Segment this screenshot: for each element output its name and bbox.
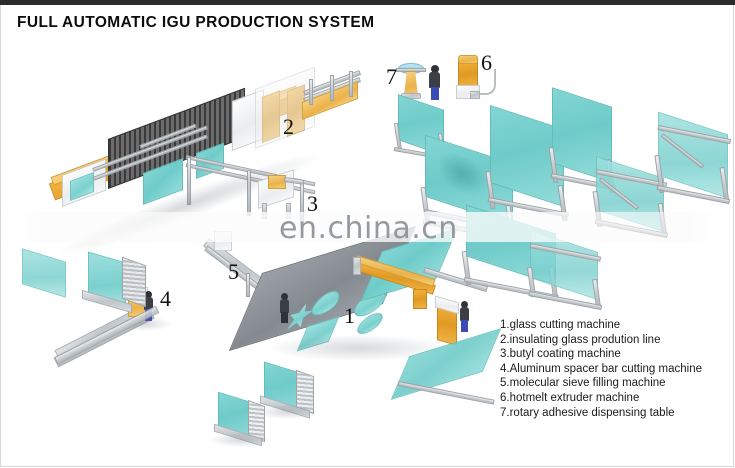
operator-head	[145, 291, 152, 298]
cutting-gantry-post	[353, 257, 361, 275]
callout-2: 2	[283, 114, 294, 139]
callout-3: 3	[307, 191, 318, 216]
butyl-leg-1	[262, 203, 267, 219]
callout-7: 7	[386, 64, 397, 89]
rack-glass-pane	[658, 111, 728, 199]
callout-4: 4	[160, 286, 171, 311]
extruder-drum-lid	[458, 55, 478, 64]
operator-torso	[429, 72, 440, 88]
production-system-diagram: 2 3 5	[0, 5, 735, 468]
top-dark-strip	[0, 0, 735, 5]
watermark-text: en.china.cn	[279, 211, 458, 246]
operator-legs	[431, 87, 439, 100]
stack-shadow	[210, 433, 270, 447]
sieve-hopper	[214, 231, 232, 251]
legend-item-4: 4.Aluminum spacer bar cutting machine	[500, 362, 702, 375]
stack-shadow	[256, 405, 318, 419]
rack-glass-pane	[530, 229, 598, 301]
operator-legs	[461, 320, 468, 332]
extruder-nozzle	[470, 91, 480, 99]
legend: 1.glass cutting machine 2.insulating gla…	[500, 318, 725, 420]
legend-item-5: 5.molecular sieve filling machine	[500, 377, 666, 390]
extruder-hose	[476, 69, 496, 95]
legend-item-7: 7.rotary adhesive dispensing table	[500, 406, 675, 419]
operator-torso	[280, 299, 289, 313]
igl-loading-post-3	[349, 71, 353, 97]
legend-item-1: 1.glass cutting machine	[500, 319, 621, 331]
legend-item-6: 6.hotmelt extruder machine	[500, 391, 640, 404]
page-title: FULL AUTOMATIC IGU PRODUCTION SYSTEM	[17, 14, 375, 31]
callout-1: 1	[344, 303, 355, 328]
igl-loading-post-1	[309, 79, 313, 105]
cutting-gantry-head	[413, 289, 427, 309]
left-stack-fins	[122, 256, 146, 308]
bottom-left-conveyor	[54, 305, 160, 365]
igl-railing-post-a	[187, 157, 191, 205]
sieve-support	[246, 273, 250, 297]
operator-head	[461, 301, 468, 308]
callout-5: 5	[228, 259, 239, 284]
legend-item-3: 3.butyl coating machine	[500, 348, 621, 361]
legend-item-2: 2.insulating glass prodution line	[500, 333, 661, 346]
operator-head	[431, 65, 439, 73]
operator-head	[281, 293, 288, 300]
operator-torso	[144, 297, 153, 310]
callout-6: 6	[481, 50, 492, 75]
igl-loading-post-2	[330, 75, 334, 101]
operator-torso	[460, 307, 469, 321]
operator-legs	[281, 312, 288, 323]
extruder-drum	[458, 60, 478, 88]
